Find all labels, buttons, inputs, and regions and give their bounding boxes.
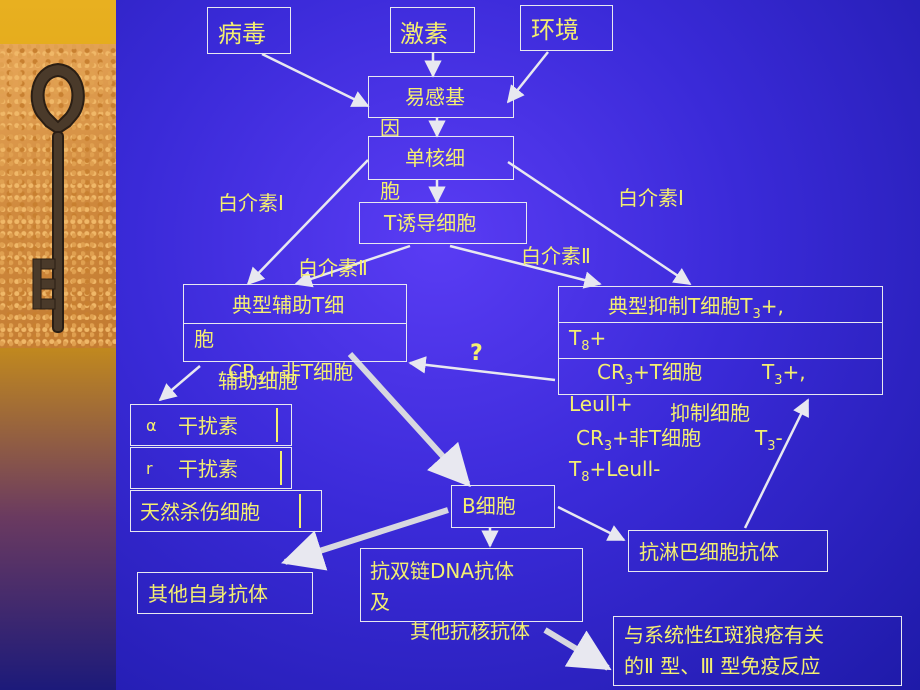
ifn-gamma-symbol: r [146, 459, 153, 478]
environment-label: 环境 [531, 16, 579, 44]
nk-cell-label: 天然杀伤细胞 [140, 500, 260, 524]
helper-label-4: 辅助细胞 [218, 369, 298, 393]
b-cell-node [451, 485, 555, 528]
suppressor-label-4: Leull+ [569, 392, 633, 416]
gene-label-2: 因 [380, 116, 400, 140]
ifn-gamma-node [130, 447, 292, 489]
suppressor-label-3: CR3+T细胞 [597, 360, 703, 388]
anti-lymphocyte-node [628, 530, 828, 572]
hormone-label: 激素 [400, 20, 448, 48]
decrease-arrow-icon [276, 408, 278, 442]
question-mark: ? [470, 341, 483, 366]
b-cell-label: B细胞 [462, 494, 516, 518]
ifn-gamma-label: 干扰素 [178, 457, 238, 481]
suppressor-divider-2 [558, 358, 883, 359]
il1-left-label: 白介素Ⅰ [218, 191, 284, 215]
t-inducer-label: T诱导细胞 [384, 211, 477, 235]
monocyte-node [368, 136, 514, 180]
helper-label-2: 胞 [194, 327, 214, 351]
monocyte-label-2: 胞 [380, 179, 400, 203]
key-icon [30, 62, 85, 333]
ifn-alpha-symbol: α [146, 416, 157, 435]
dsdna-label-1: 抗双链DNA抗体 [370, 559, 515, 583]
t-inducer-node [359, 202, 527, 244]
il1-right-label: 白介素Ⅰ [618, 186, 684, 210]
suppressor-label-5: CR3+非T细胞 [576, 426, 702, 454]
dsdna-label-3: 其他抗核抗体 [410, 619, 530, 643]
virus-node [207, 7, 291, 54]
helper-divider [183, 323, 407, 324]
suppressor-label-2: T8+ [569, 326, 607, 354]
suppressor-label-3b: T3+, [762, 360, 806, 388]
susceptibility-gene-node [368, 76, 514, 118]
monocyte-label-1: 单核细 [405, 146, 465, 170]
il2-left-label: 白介素Ⅱ [298, 256, 368, 280]
suppressor-label-4b: 抑制细胞 [670, 401, 750, 425]
suppressor-label-1: 典型抑制T细胞T3+, [608, 294, 784, 322]
increase-arrow-icon [280, 451, 282, 485]
virus-label: 病毒 [218, 20, 266, 48]
environment-node [520, 5, 613, 51]
ifn-alpha-node [130, 404, 292, 446]
sle-label-2: 的Ⅱ 型、Ⅲ 型免疫反应 [624, 654, 821, 678]
dsdna-label-2: 及 [370, 590, 390, 614]
helper-label-1: 典型辅助T细 [232, 293, 345, 317]
key-photo [0, 44, 116, 348]
hormone-node [390, 7, 475, 53]
nk-cell-node [130, 490, 322, 532]
gene-label-1: 易感基 [405, 85, 465, 109]
suppressor-divider-1 [558, 322, 883, 323]
other-autoantibody-node [137, 572, 313, 614]
sle-label-1: 与系统性红斑狼疮有关 [624, 623, 824, 647]
il2-right-label: 白介素Ⅱ [521, 244, 591, 268]
helper-label-3: CR3+非T细胞 [228, 360, 354, 388]
suppressor-label-5b: T3- [755, 426, 783, 454]
anti-lymphocyte-label: 抗淋巴细胞抗体 [639, 540, 779, 564]
nk-decrease-icon [299, 494, 301, 528]
sle-reaction-node [613, 616, 902, 686]
ifn-alpha-label: 干扰素 [178, 414, 238, 438]
suppressor-t-node [558, 286, 883, 395]
other-autoantibody-label: 其他自身抗体 [148, 582, 268, 606]
suppressor-label-6: T8+Leull- [569, 457, 661, 485]
diagram-background [116, 0, 920, 690]
dsdna-antibody-node [360, 548, 583, 622]
